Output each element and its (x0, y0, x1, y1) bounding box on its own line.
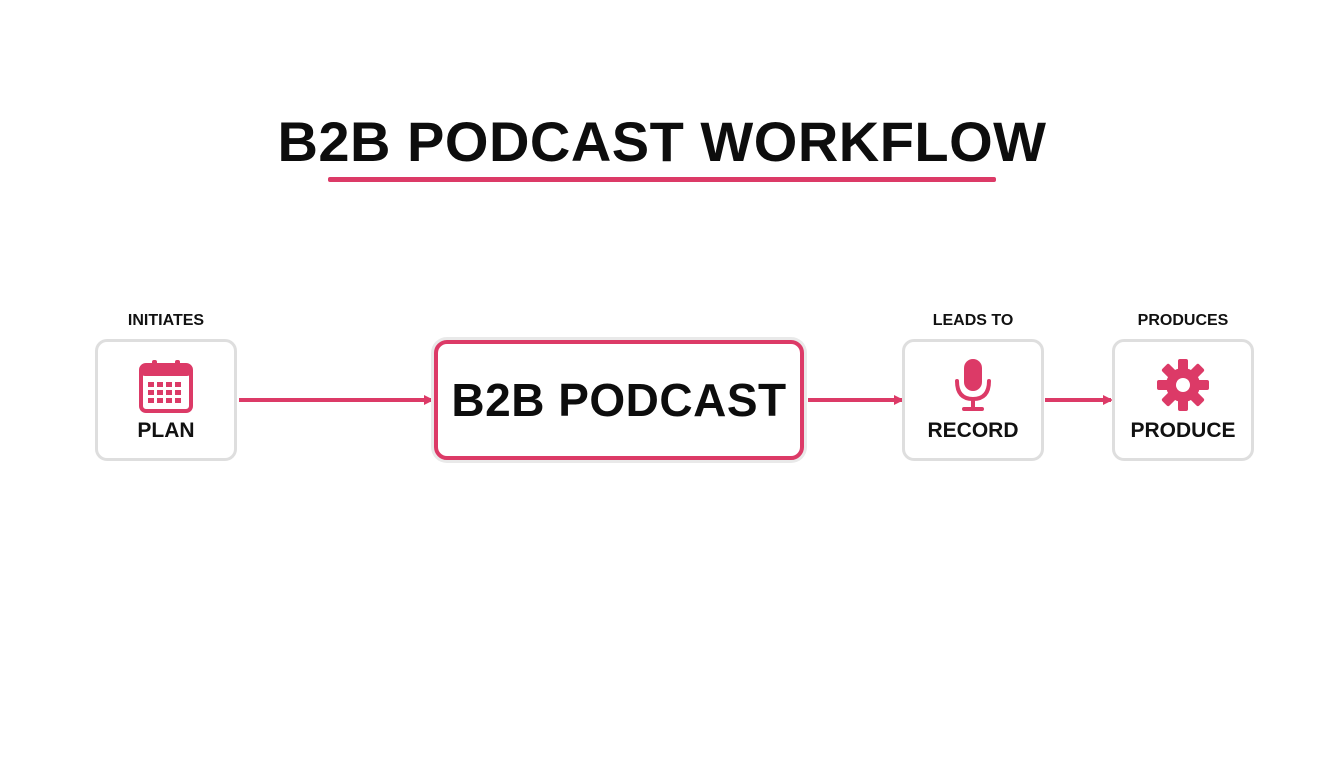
gear-icon (1155, 357, 1211, 413)
hub-frame: B2B PODCAST (434, 340, 804, 460)
edge-label-leads-to: LEADS TO (932, 312, 1014, 329)
microphone-icon (945, 357, 1001, 413)
calendar-icon (138, 357, 194, 413)
edge-label-produces: PRODUCES (1137, 312, 1229, 329)
node-produce: PRODUCE (1112, 339, 1254, 461)
node-plan: PLAN (95, 339, 237, 461)
node-label-plan: PLAN (137, 419, 195, 442)
hub-label: B2B PODCAST (451, 374, 787, 426)
node-label-produce: PRODUCE (1130, 419, 1236, 442)
hub-node: B2B PODCAST (431, 337, 807, 463)
edge-label-initiates: INITIATES (127, 312, 205, 329)
node-label-record: RECORD (927, 419, 1019, 442)
title-underline (328, 177, 996, 182)
diagram-title: B2B PODCAST WORKFLOW (277, 110, 1047, 173)
node-record: RECORD (902, 339, 1044, 461)
